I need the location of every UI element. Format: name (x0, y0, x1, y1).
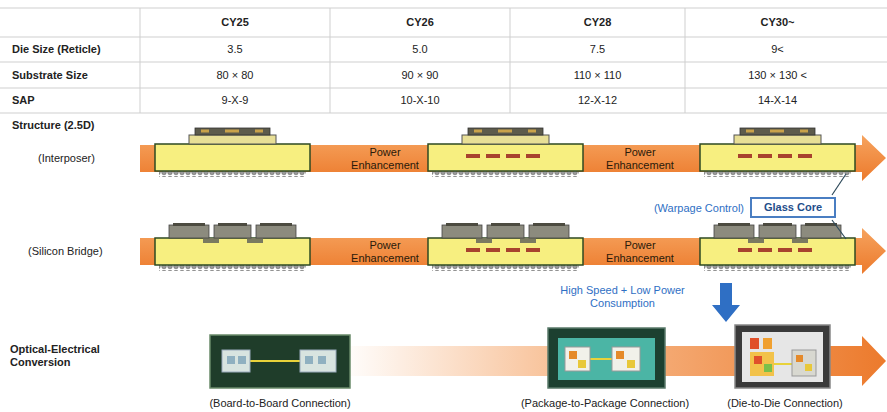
table-cell: 130 × 130 < (685, 69, 870, 82)
arrow-label: Power Enhancement (600, 146, 680, 172)
row-header: Die Size (Reticle) (12, 43, 101, 56)
material-box: Glass Core (750, 197, 836, 218)
caption: (Die-to-Die Connection) (700, 397, 870, 410)
row-header: Substrate Size (12, 69, 88, 82)
structure-label: (Silicon Bridge) (28, 245, 103, 258)
structure-label: (Interposer) (38, 152, 95, 165)
year-header: CY26 (330, 16, 510, 29)
table-cell: 9-X-9 (140, 94, 330, 107)
year-header: CY28 (510, 16, 685, 29)
table-cell: 110 × 110 (510, 69, 685, 82)
year-header: CY25 (140, 16, 330, 29)
package-to-package-image (548, 328, 665, 388)
table-cell: 90 × 90 (330, 69, 510, 82)
table-cell: 7.5 (510, 43, 685, 56)
interposer-package (155, 128, 855, 177)
table-cell: 9< (685, 43, 870, 56)
note-label: (Warpage Control) (640, 202, 744, 215)
caption: (Board-to-Board Connection) (180, 397, 380, 410)
table-cell: 10-X-10 (330, 94, 510, 107)
row-header: Optical-Electrical Conversion (10, 343, 125, 369)
table-grid (0, 8, 887, 113)
row-header: SAP (12, 94, 35, 107)
board-to-board-image (210, 335, 350, 388)
table-cell: 5.0 (330, 43, 510, 56)
row-header: Structure (2.5D) (12, 119, 95, 132)
silicon-bridge-package (155, 223, 855, 271)
table-cell: 14-X-14 (685, 94, 870, 107)
year-header: CY30~ (685, 16, 870, 29)
arrow-label: Power Enhancement (345, 239, 425, 265)
table-cell: 80 × 80 (140, 69, 330, 82)
arrow-label: Power Enhancement (600, 239, 680, 265)
die-to-die-image (735, 325, 830, 388)
node-text: Glass Core (764, 201, 822, 214)
caption: (Package-to-Package Connection) (505, 397, 705, 410)
table-cell: 12-X-12 (510, 94, 685, 107)
down-arrow (712, 283, 740, 322)
arrow-label: Power Enhancement (345, 146, 425, 172)
table-cell: 3.5 (140, 43, 330, 56)
note-label: High Speed + Low Power Consumption (545, 284, 700, 310)
